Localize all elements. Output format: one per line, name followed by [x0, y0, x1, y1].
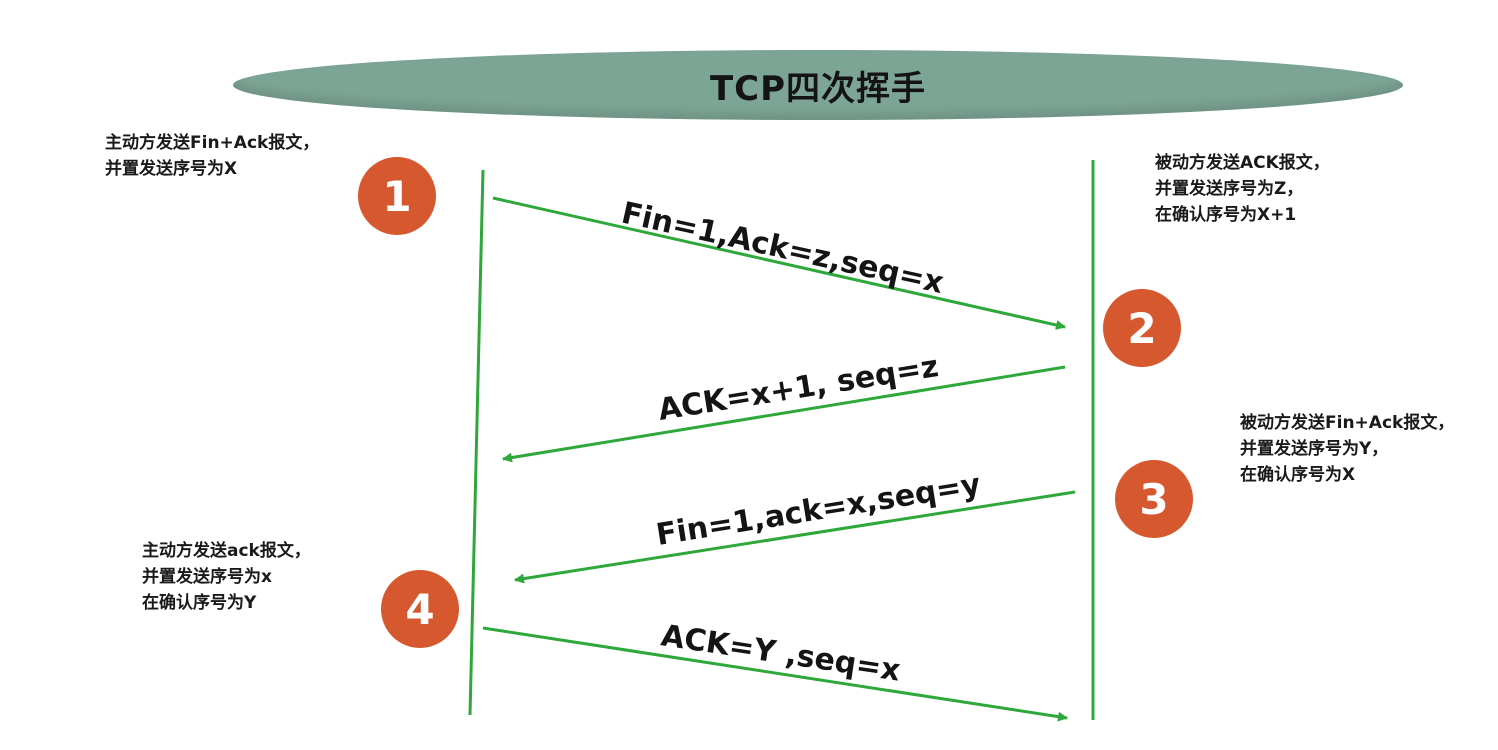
step-note-1: 主动方发送Fin+Ack报文， 并置发送序号为X	[105, 130, 319, 182]
step-badge-1: 1	[358, 157, 436, 235]
title-banner: TCP四次挥手	[233, 50, 1403, 120]
step-note-2: 被动方发送ACK报文， 并置发送序号为Z， 在确认序号为X+1	[1155, 150, 1330, 228]
message-arrow-4	[482, 626, 1068, 722]
step-badge-3: 3	[1115, 460, 1193, 538]
step-note-2-line: 并置发送序号为Z，	[1155, 179, 1304, 199]
message-arrow-1	[492, 196, 1066, 330]
step-note-4-line: 主动方发送ack报文，	[142, 541, 311, 561]
message-label-4: ACK=Y ,seq=x	[659, 618, 903, 688]
step-note-2-line: 在确认序号为X+1	[1155, 205, 1297, 225]
step-note-3: 被动方发送Fin+Ack报文， 并置发送序号为Y， 在确认序号为X	[1240, 410, 1454, 488]
step-badge-4: 4	[381, 570, 459, 648]
client-lifeline	[468, 169, 485, 716]
step-note-4-line: 并置发送序号为x	[142, 567, 272, 587]
step-note-1-line: 并置发送序号为X	[105, 159, 238, 179]
step-note-2-line: 被动方发送ACK报文，	[1155, 153, 1330, 173]
message-arrow-3	[514, 490, 1076, 584]
step-note-4: 主动方发送ack报文， 并置发送序号为x 在确认序号为Y	[142, 538, 311, 616]
message-label-3: Fin=1,ack=x,seq=y	[654, 467, 984, 553]
step-note-4-line: 在确认序号为Y	[142, 593, 257, 613]
step-badge-2: 2	[1103, 289, 1181, 367]
message-arrow-2	[502, 365, 1066, 463]
page-title: TCP四次挥手	[709, 68, 927, 109]
message-label-2: ACK=x+1, seq=z	[656, 349, 941, 428]
message-label-1: Fin=1,Ack=z,seq=x	[618, 196, 946, 301]
step-note-3-line: 被动方发送Fin+Ack报文，	[1240, 413, 1455, 433]
step-note-1-line: 主动方发送Fin+Ack报文，	[105, 133, 320, 153]
step-note-3-line: 在确认序号为X	[1240, 465, 1356, 485]
step-note-3-line: 并置发送序号为Y，	[1240, 439, 1389, 459]
